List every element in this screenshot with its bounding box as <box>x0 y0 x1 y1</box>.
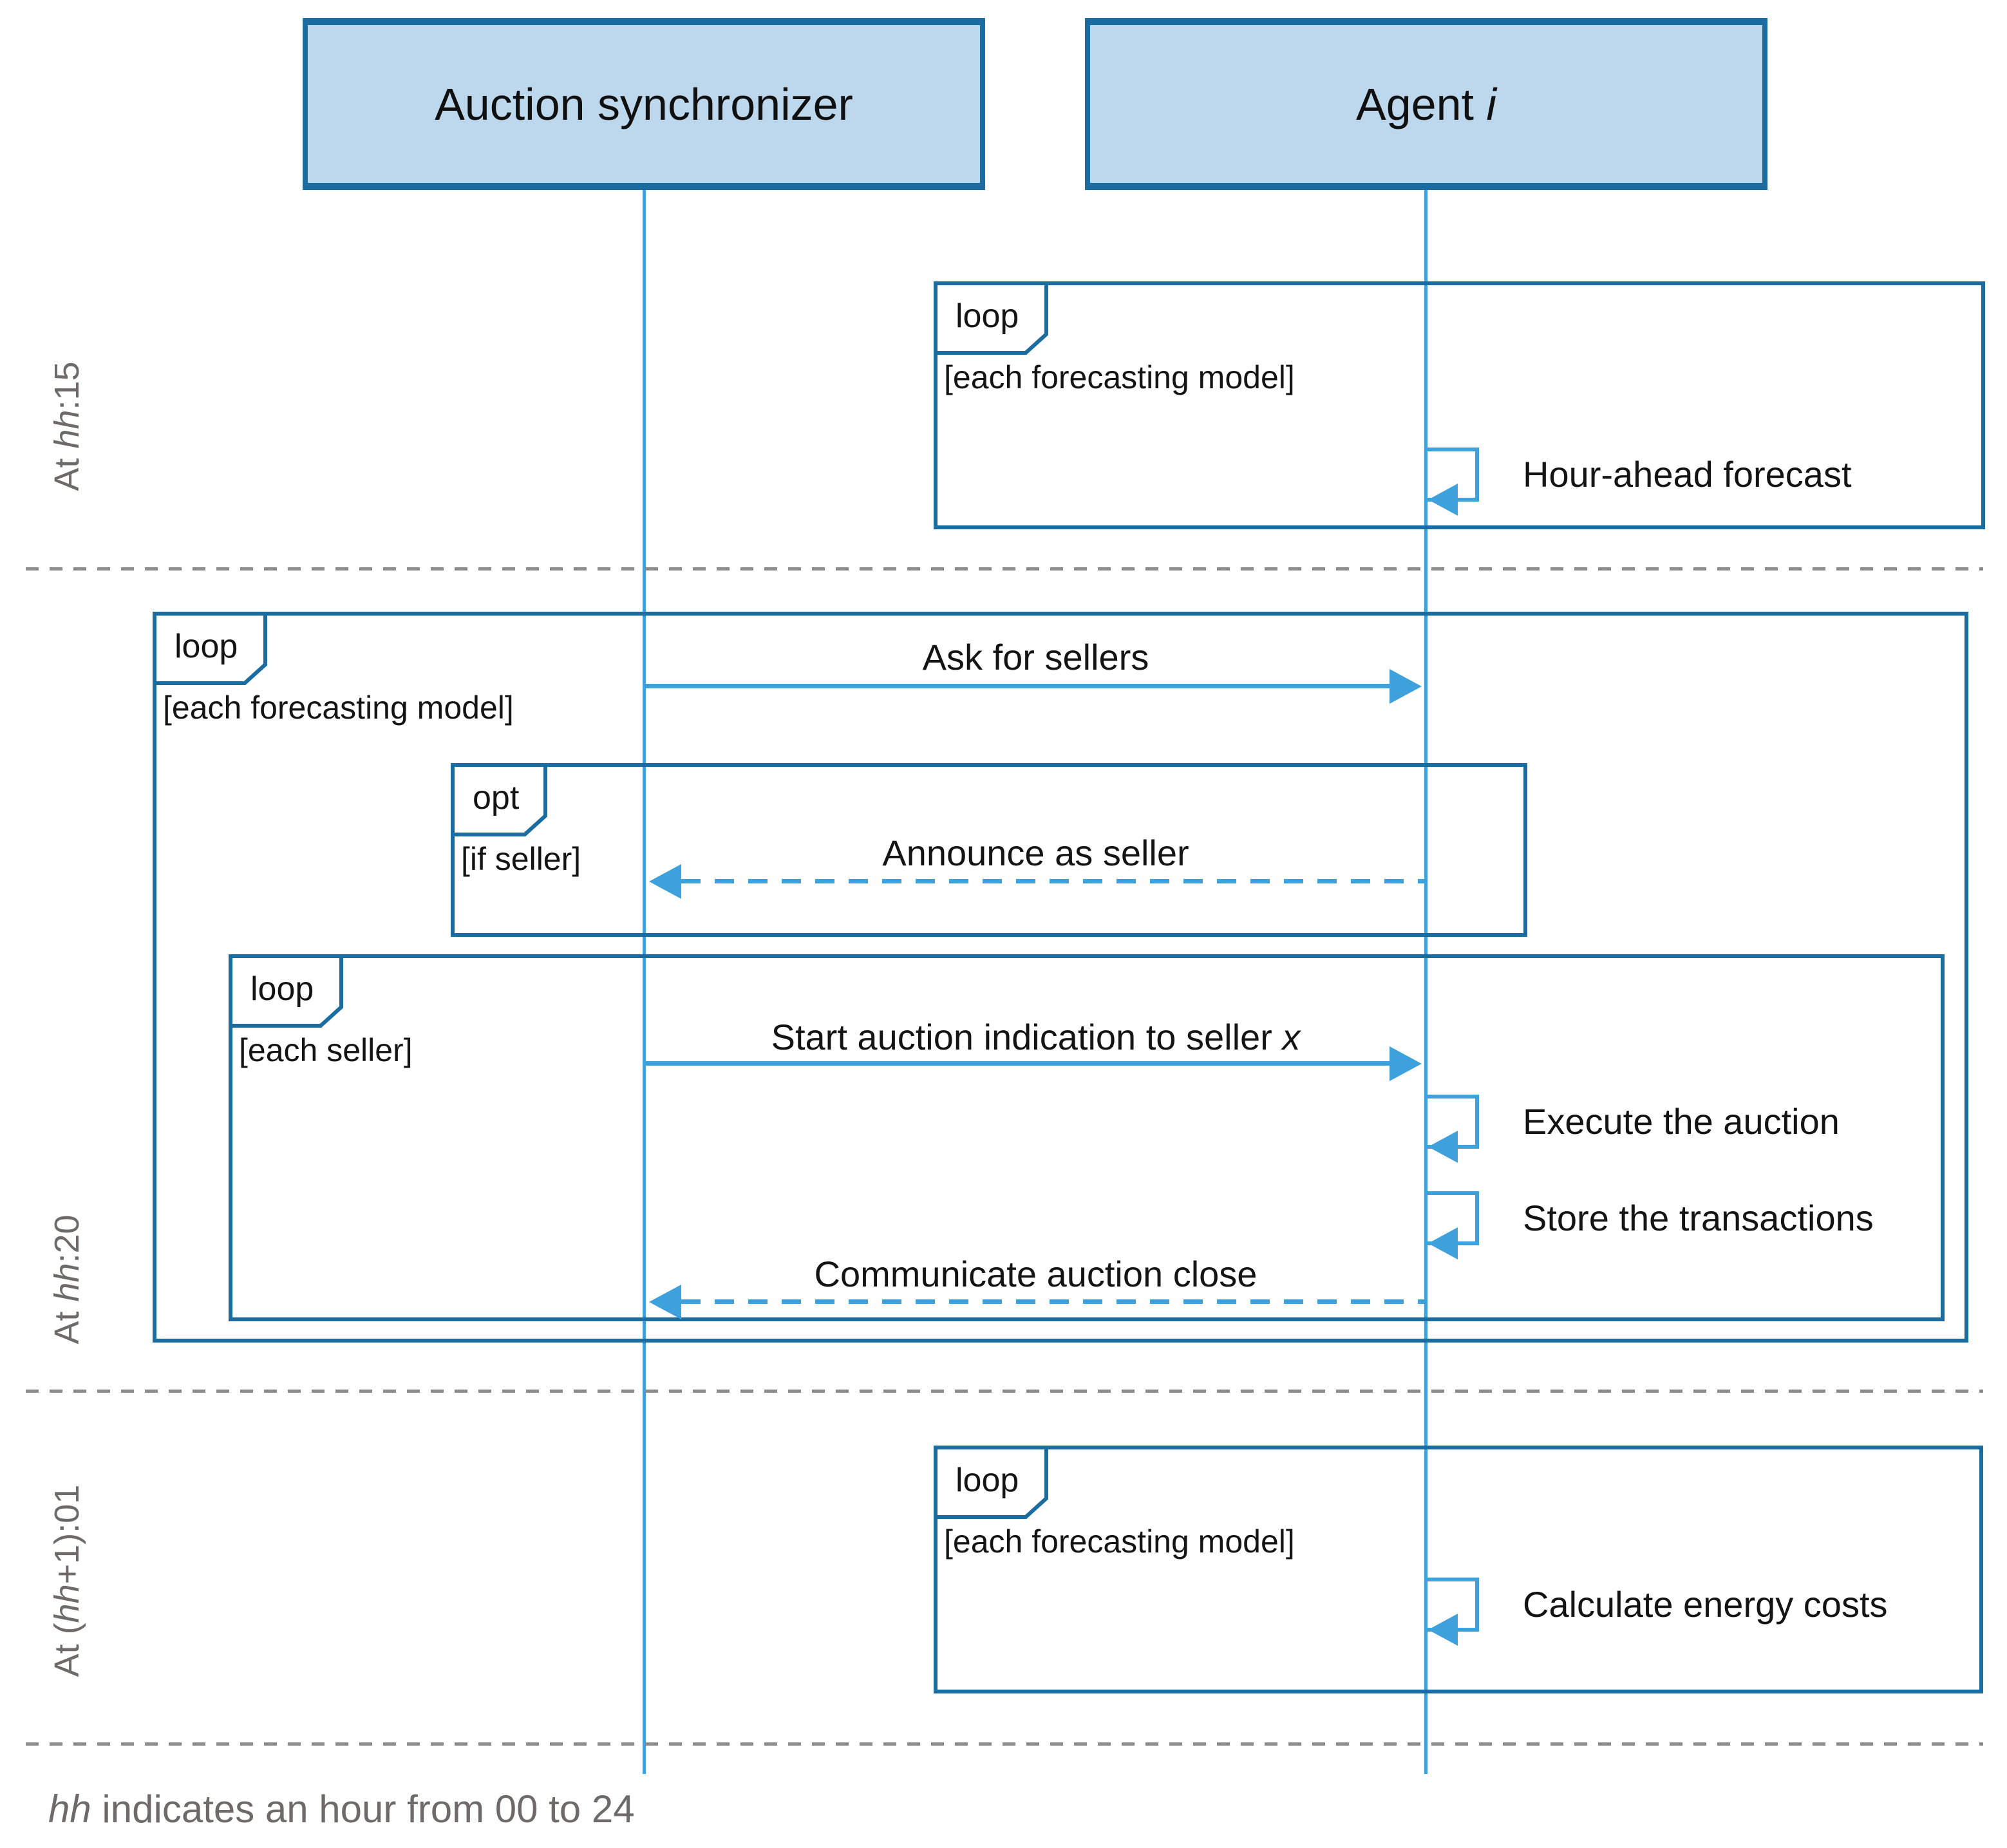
arrowhead-left-icon <box>649 1285 681 1319</box>
loop-frame-auction-round: loop [each forecasting model] <box>153 612 1968 1343</box>
message-dashed-line <box>681 1299 1426 1304</box>
frame-tab <box>934 1446 1048 1519</box>
message-label: Calculate energy costs <box>1523 1584 1888 1625</box>
lifeline-agent-i <box>1424 190 1428 1774</box>
arrowhead-left-icon <box>1428 1614 1458 1646</box>
message-label: Communicate auction close <box>814 1254 1258 1294</box>
time-separator <box>26 1742 1983 1746</box>
frame-guard: [each forecasting model] <box>944 1523 1295 1560</box>
message-label: Store the transactions <box>1523 1198 1874 1238</box>
message-label: Ask for sellers <box>922 637 1149 677</box>
frame-guard: [each seller] <box>239 1032 413 1068</box>
frame-guard: [each forecasting model] <box>944 359 1295 395</box>
arrowhead-left-icon <box>1428 484 1458 516</box>
arrowhead-right-icon <box>1390 1046 1422 1081</box>
message-label: Announce as seller <box>882 833 1189 873</box>
loop-frame-forecast: loop [each forecasting model] <box>934 281 1985 529</box>
frame-keyword: loop <box>250 970 314 1008</box>
frame-tab <box>451 763 547 836</box>
message-line <box>645 684 1391 688</box>
actor-auction-synchronizer: Auction synchronizer <box>303 18 985 190</box>
opt-frame-if-seller: opt [if seller] <box>451 763 1527 937</box>
frame-keyword: loop <box>956 297 1019 335</box>
frame-keyword: opt <box>473 779 520 816</box>
arrowhead-left-icon <box>649 864 681 899</box>
time-label-hh-plus1-01: At (hh+1):01 <box>48 1484 86 1677</box>
message-line <box>645 1061 1391 1066</box>
frame-tab <box>153 612 267 685</box>
frame-keyword: loop <box>956 1462 1019 1499</box>
frame-guard: [each forecasting model] <box>163 690 514 726</box>
loop-frame-energy-costs: loop [each forecasting model] <box>934 1446 1983 1693</box>
actor-agent-i: Agent i <box>1085 18 1767 190</box>
message-label: Hour-ahead forecast <box>1523 454 1852 495</box>
arrowhead-left-icon <box>1428 1227 1458 1259</box>
lifeline-auction-synchronizer <box>643 190 646 1774</box>
time-separator <box>26 567 1983 570</box>
arrowhead-left-icon <box>1428 1131 1458 1163</box>
time-label-hh15: At hh:15 <box>48 361 86 491</box>
actor-label: Auction synchronizer <box>435 79 853 129</box>
frame-tab <box>229 954 343 1028</box>
frame-tab <box>934 281 1048 355</box>
message-dashed-line <box>681 879 1426 883</box>
frame-guard: [if seller] <box>461 841 581 877</box>
loop-frame-each-seller: loop [each seller] <box>229 954 1945 1321</box>
arrowhead-right-icon <box>1390 669 1422 704</box>
footnote: hh indicates an hour from 00 to 24 <box>48 1787 635 1831</box>
message-label: Start auction indication to seller x <box>771 1017 1301 1057</box>
time-separator <box>26 1390 1983 1393</box>
message-label: Execute the auction <box>1523 1101 1840 1142</box>
frame-keyword: loop <box>174 628 238 665</box>
actor-label: Agent i <box>1356 79 1496 129</box>
